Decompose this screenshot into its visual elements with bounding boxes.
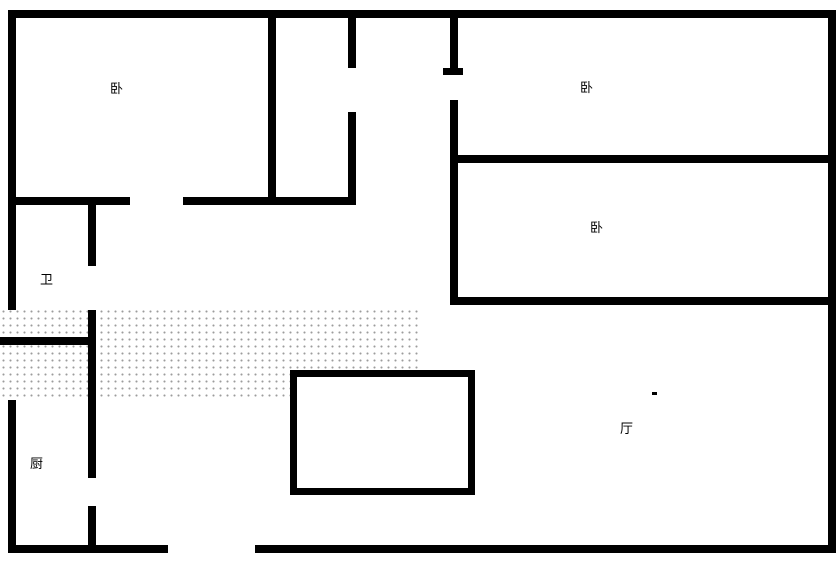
room-label-living: 厅 — [620, 422, 634, 437]
wall-closet-right-upper — [348, 18, 356, 68]
room-label-bathroom: 卫 — [40, 273, 54, 288]
wall-kitchen-right-lower — [88, 506, 96, 553]
wall-outer-right — [828, 10, 836, 553]
wall-bedroom-e-bottom — [450, 297, 836, 305]
wall-bedroom-nw-bottom-left — [8, 197, 130, 205]
door-jamb-tick — [443, 68, 463, 75]
wall-bathroom-bottom — [0, 337, 96, 345]
table-rectangle — [290, 370, 475, 495]
wall-outer-left-lower — [8, 400, 16, 553]
wall-outer-left-upper — [8, 10, 16, 310]
wall-closet-left — [268, 18, 276, 205]
stray-mark — [652, 392, 657, 395]
wall-bedroom-ne-bottom — [450, 155, 836, 163]
wall-closet-right-lower — [348, 112, 356, 205]
wall-outer-top — [8, 10, 836, 18]
wall-kitchen-right-upper — [88, 310, 96, 478]
wall-bathroom-right — [88, 200, 96, 266]
room-label-bedroom-e: 卧 — [590, 221, 604, 236]
wall-outer-bottom-right — [255, 545, 836, 553]
room-label-bedroom-nw: 卧 — [110, 82, 124, 97]
room-label-bedroom-ne: 卧 — [580, 81, 594, 96]
wall-hall-divider-upper — [450, 18, 458, 68]
wall-hall-divider-lower — [450, 100, 458, 305]
wall-bedroom-nw-bottom-right — [183, 197, 356, 205]
room-label-kitchen: 厨 — [30, 457, 44, 472]
